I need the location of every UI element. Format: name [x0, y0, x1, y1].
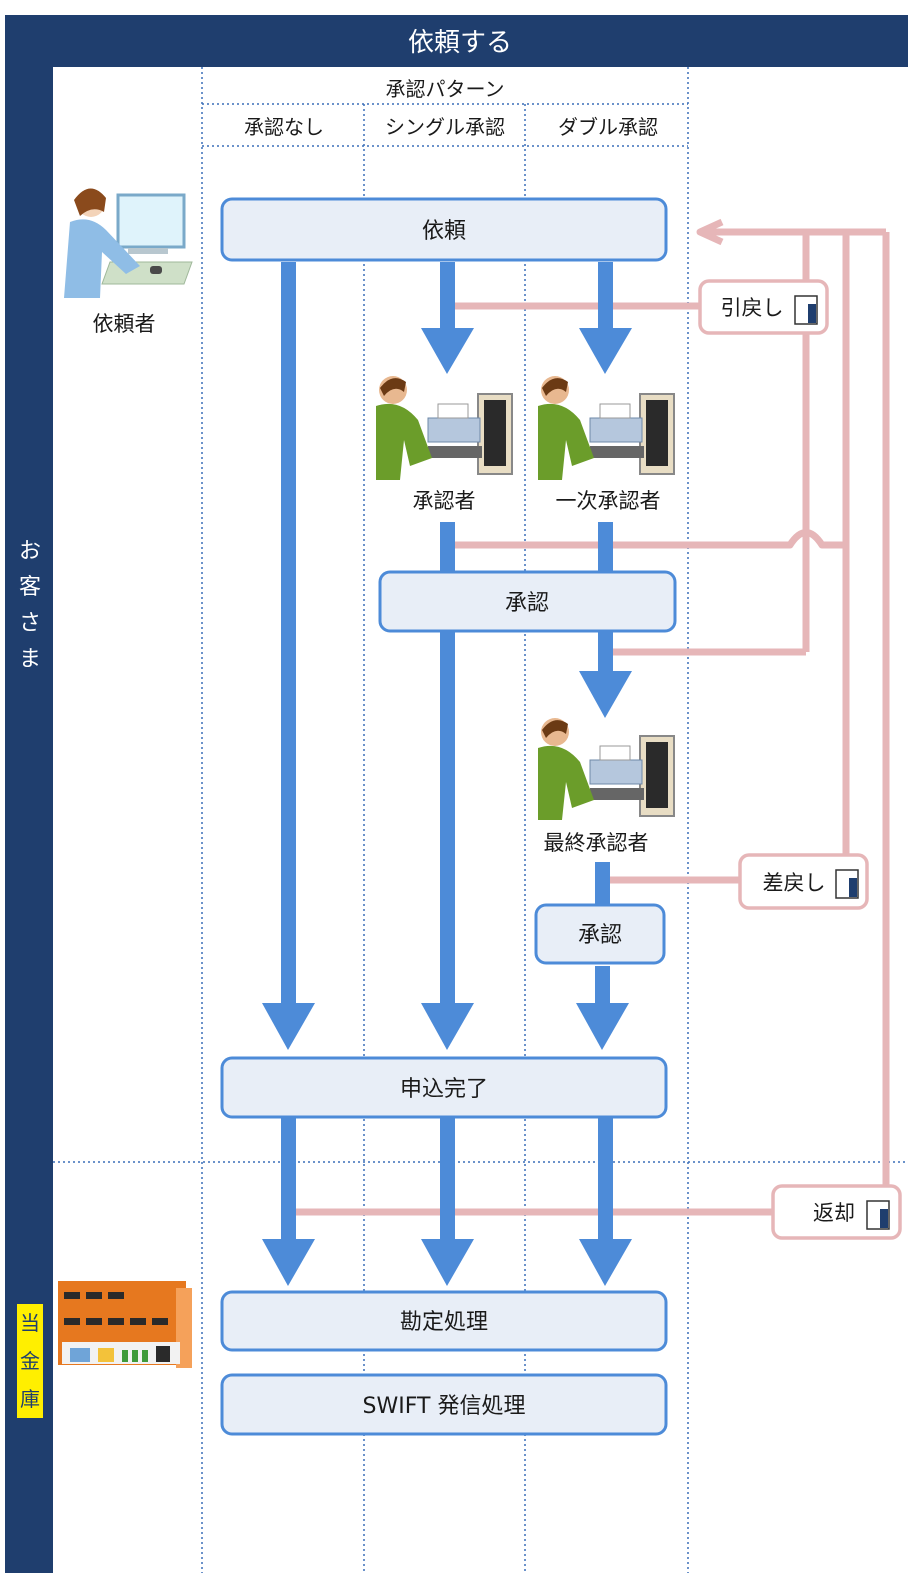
svg-text:返却: 返却 [813, 1201, 855, 1225]
return-lines [292, 218, 890, 1216]
sendback-tag: 差戻し [738, 853, 869, 910]
side-label-bank-1: 当 [17, 1304, 43, 1342]
approve-label: 承認 [505, 591, 549, 616]
side-label-customer-3: さ [18, 611, 41, 636]
header-bar [5, 15, 908, 67]
side-label-bank-2: 金 [17, 1342, 43, 1380]
pattern-double: ダブル承認 [558, 115, 658, 139]
pattern-single: シングル承認 [385, 115, 505, 139]
side-label-bank-3: 庫 [17, 1380, 43, 1418]
final-approve-label: 承認 [578, 923, 622, 948]
svg-text:差戻し: 差戻し [763, 871, 826, 895]
column-dividers [53, 67, 908, 1573]
requester-illustration [64, 188, 193, 298]
approve-box [378, 570, 677, 633]
withdraw-tag: 引戻し [698, 279, 829, 335]
bank-building-illustration [58, 1281, 192, 1368]
approver-illustration [376, 376, 513, 480]
swift-box [220, 1373, 668, 1436]
flow-arrows [262, 262, 632, 1286]
pattern-heading: 承認パターン [386, 77, 505, 101]
approver-label: 承認者 [413, 489, 476, 513]
side-label-customer-2: 客 [18, 575, 41, 600]
final-approver-label: 最終承認者 [544, 831, 649, 855]
requester-label: 依頼者 [93, 312, 156, 336]
final-approve-box [534, 903, 666, 965]
svg-text:引戻し: 引戻し [721, 296, 784, 320]
first-approver-label: 一次承認者 [556, 489, 661, 513]
swift-label: SWIFT 発信処理 [363, 1394, 526, 1419]
phone-icon [794, 295, 818, 325]
pattern-none: 承認なし [244, 115, 324, 139]
complete-label: 申込完了 [400, 1077, 488, 1102]
side-label-customer-1: お [18, 539, 41, 564]
request-box [220, 197, 668, 262]
accounting-box [220, 1290, 668, 1352]
accounting-label: 勘定処理 [400, 1310, 488, 1335]
side-label-customer-4: ま [18, 647, 41, 672]
first-approver-illustration [538, 376, 675, 480]
final-approver-illustration [538, 718, 675, 820]
phone-icon [835, 869, 859, 899]
request-label: 依頼 [422, 219, 466, 244]
complete-box [220, 1056, 668, 1119]
return-tag: 返却 [771, 1184, 902, 1240]
phone-icon [866, 1200, 890, 1230]
header-title: 依頼する [408, 28, 512, 58]
